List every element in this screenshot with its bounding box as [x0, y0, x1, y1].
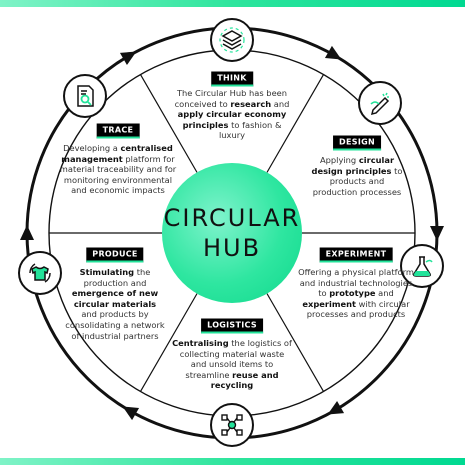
stacked-layers-icon: [219, 27, 245, 53]
circular-hub-center: CIRCULAR HUB: [162, 163, 302, 303]
segment-divider: [139, 293, 198, 392]
desc-logistics: Centralising the logistics of collecting…: [172, 338, 292, 391]
label-experiment: EXPERIMENT: [319, 247, 393, 263]
cycle-arrow: [119, 51, 137, 66]
document-search-icon: [77, 85, 94, 107]
pencil-sketch-icon: [370, 92, 390, 116]
trace-icon-circle: [63, 74, 107, 118]
experiment-icon-circle: [400, 244, 444, 288]
flask-icon: [413, 256, 433, 277]
cycle-arrow: [122, 406, 140, 421]
cycle-arrow: [327, 400, 345, 415]
label-logistics: LOGISTICS: [201, 318, 263, 334]
cycle-arrow: [324, 45, 342, 60]
label-think: THINK: [211, 71, 253, 87]
label-produce: PRODUCE: [86, 247, 144, 263]
design-icon-circle: [358, 81, 402, 125]
segment-divider: [139, 74, 198, 173]
logistics-icon-circle: [210, 403, 254, 447]
segment-divider: [266, 293, 325, 392]
desc-produce: Stimulating the production and emergence…: [65, 267, 165, 341]
hub-title-line1: CIRCULAR: [163, 204, 301, 232]
desc-think: The Circular Hub has been conceived to r…: [174, 88, 290, 141]
cycle-arrow: [430, 226, 444, 241]
tshirt-cycle-icon: [29, 263, 51, 283]
label-trace: TRACE: [96, 123, 140, 139]
think-icon-circle: [210, 18, 254, 62]
network-nodes-icon: [221, 414, 243, 436]
bottom-accent-bar: [0, 458, 465, 465]
desc-trace: Developing a centralised management plat…: [59, 143, 177, 196]
cycle-arrow: [20, 225, 34, 240]
desc-experiment: Offering a physical platform and industr…: [298, 267, 414, 320]
segment-divider: [266, 74, 325, 173]
desc-design: Applying circular design principles to p…: [311, 155, 403, 197]
top-accent-bar: [0, 0, 465, 7]
produce-icon-circle: [18, 251, 62, 295]
hub-title-line2: HUB: [202, 234, 262, 262]
label-design: DESIGN: [333, 135, 381, 151]
